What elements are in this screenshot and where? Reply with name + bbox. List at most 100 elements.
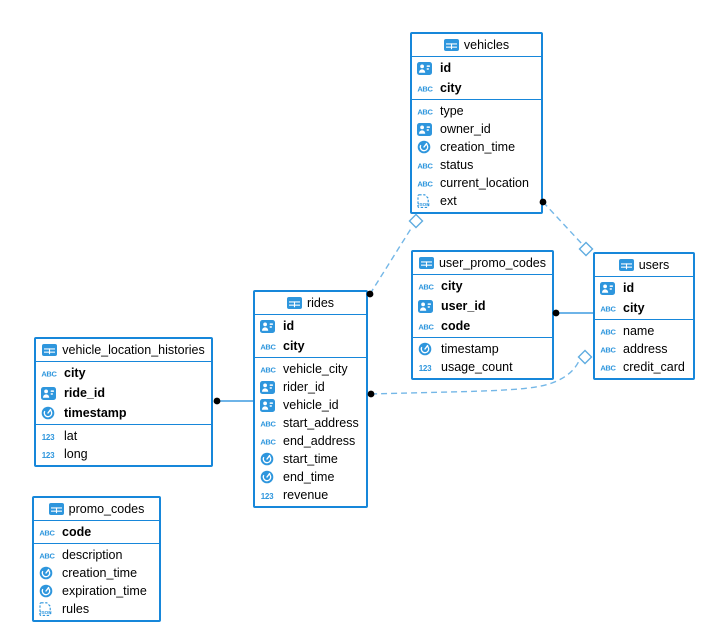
svg-text:ABC: ABC: [417, 179, 433, 187]
column-ride_id[interactable]: ride_id: [36, 383, 211, 403]
user-badge-icon: [417, 61, 435, 75]
column-label: id: [283, 319, 295, 333]
number-type-icon: 123: [418, 363, 436, 371]
column-creation_time[interactable]: creation_time: [34, 564, 159, 582]
timestamp-icon: [418, 342, 436, 356]
column-label: ext: [440, 194, 457, 208]
column-label: id: [440, 61, 452, 75]
column-label: vehicle_id: [283, 398, 339, 412]
table-header[interactable]: users: [595, 254, 693, 277]
timestamp-icon: [417, 140, 435, 154]
column-end_time[interactable]: end_time: [255, 468, 366, 486]
column-start_time[interactable]: start_time: [255, 450, 366, 468]
column-ext[interactable]: JSON ext: [412, 192, 541, 210]
json-type-icon: JSON: [417, 194, 435, 208]
column-label: owner_id: [440, 122, 491, 136]
column-timestamp[interactable]: timestamp: [413, 340, 552, 358]
column-label: end_address: [283, 434, 356, 448]
user-badge-icon: [260, 319, 278, 333]
text-type-icon: ABC: [39, 528, 57, 536]
text-type-icon: ABC: [600, 327, 618, 335]
column-label: city: [283, 339, 305, 353]
column-expiration_time[interactable]: expiration_time: [34, 582, 159, 600]
text-type-icon: ABC: [417, 161, 435, 169]
svg-text:ABC: ABC: [418, 322, 434, 330]
svg-text:123: 123: [42, 432, 55, 440]
column-owner_id[interactable]: owner_id: [412, 120, 541, 138]
svg-text:ABC: ABC: [417, 84, 433, 92]
column-label: creation_time: [440, 140, 516, 154]
column-label: city: [64, 366, 86, 380]
column-user_id[interactable]: user_id: [413, 296, 552, 316]
table-header[interactable]: vehicle_location_histories: [36, 339, 211, 362]
column-label: expiration_time: [62, 584, 147, 598]
svg-text:ABC: ABC: [417, 161, 433, 169]
column-label: revenue: [283, 488, 329, 502]
svg-text:ABC: ABC: [260, 419, 276, 427]
relationship-line[interactable]: [542, 201, 583, 245]
svg-text:JSON: JSON: [417, 202, 430, 207]
table-header[interactable]: promo_codes: [34, 498, 159, 521]
table-header[interactable]: rides: [255, 292, 366, 315]
text-type-icon: ABC: [39, 551, 57, 559]
column-label: rider_id: [283, 380, 325, 394]
svg-text:ABC: ABC: [600, 304, 616, 312]
column-rider_id[interactable]: rider_id: [255, 378, 366, 396]
table-icon: [443, 39, 459, 51]
svg-text:ABC: ABC: [41, 369, 57, 377]
column-id[interactable]: id: [595, 278, 693, 298]
table-header[interactable]: vehicles: [412, 34, 541, 57]
column-city[interactable]: ABC city: [255, 336, 366, 356]
json-type-icon: JSON: [39, 602, 57, 616]
user-badge-icon: [260, 380, 278, 394]
column-timestamp[interactable]: timestamp: [36, 403, 211, 423]
column-id[interactable]: id: [412, 58, 541, 78]
table-title: users: [638, 258, 670, 272]
timestamp-icon: [39, 566, 57, 580]
text-type-icon: ABC: [260, 437, 278, 445]
table-icon: [48, 503, 64, 515]
relationship-line[interactable]: [369, 226, 413, 295]
column-city[interactable]: ABC city: [36, 363, 211, 383]
column-id[interactable]: id: [255, 316, 366, 336]
text-type-icon: ABC: [260, 342, 278, 350]
column-creation_time[interactable]: creation_time: [412, 138, 541, 156]
svg-text:ABC: ABC: [418, 282, 434, 290]
column-end_address[interactable]: ABC end_address: [255, 432, 366, 450]
column-vehicle_id[interactable]: vehicle_id: [255, 396, 366, 414]
relationship-dot: [213, 397, 221, 405]
table-icon: [286, 297, 302, 309]
table-header[interactable]: user_promo_codes: [413, 252, 552, 275]
number-type-icon: 123: [41, 450, 59, 458]
